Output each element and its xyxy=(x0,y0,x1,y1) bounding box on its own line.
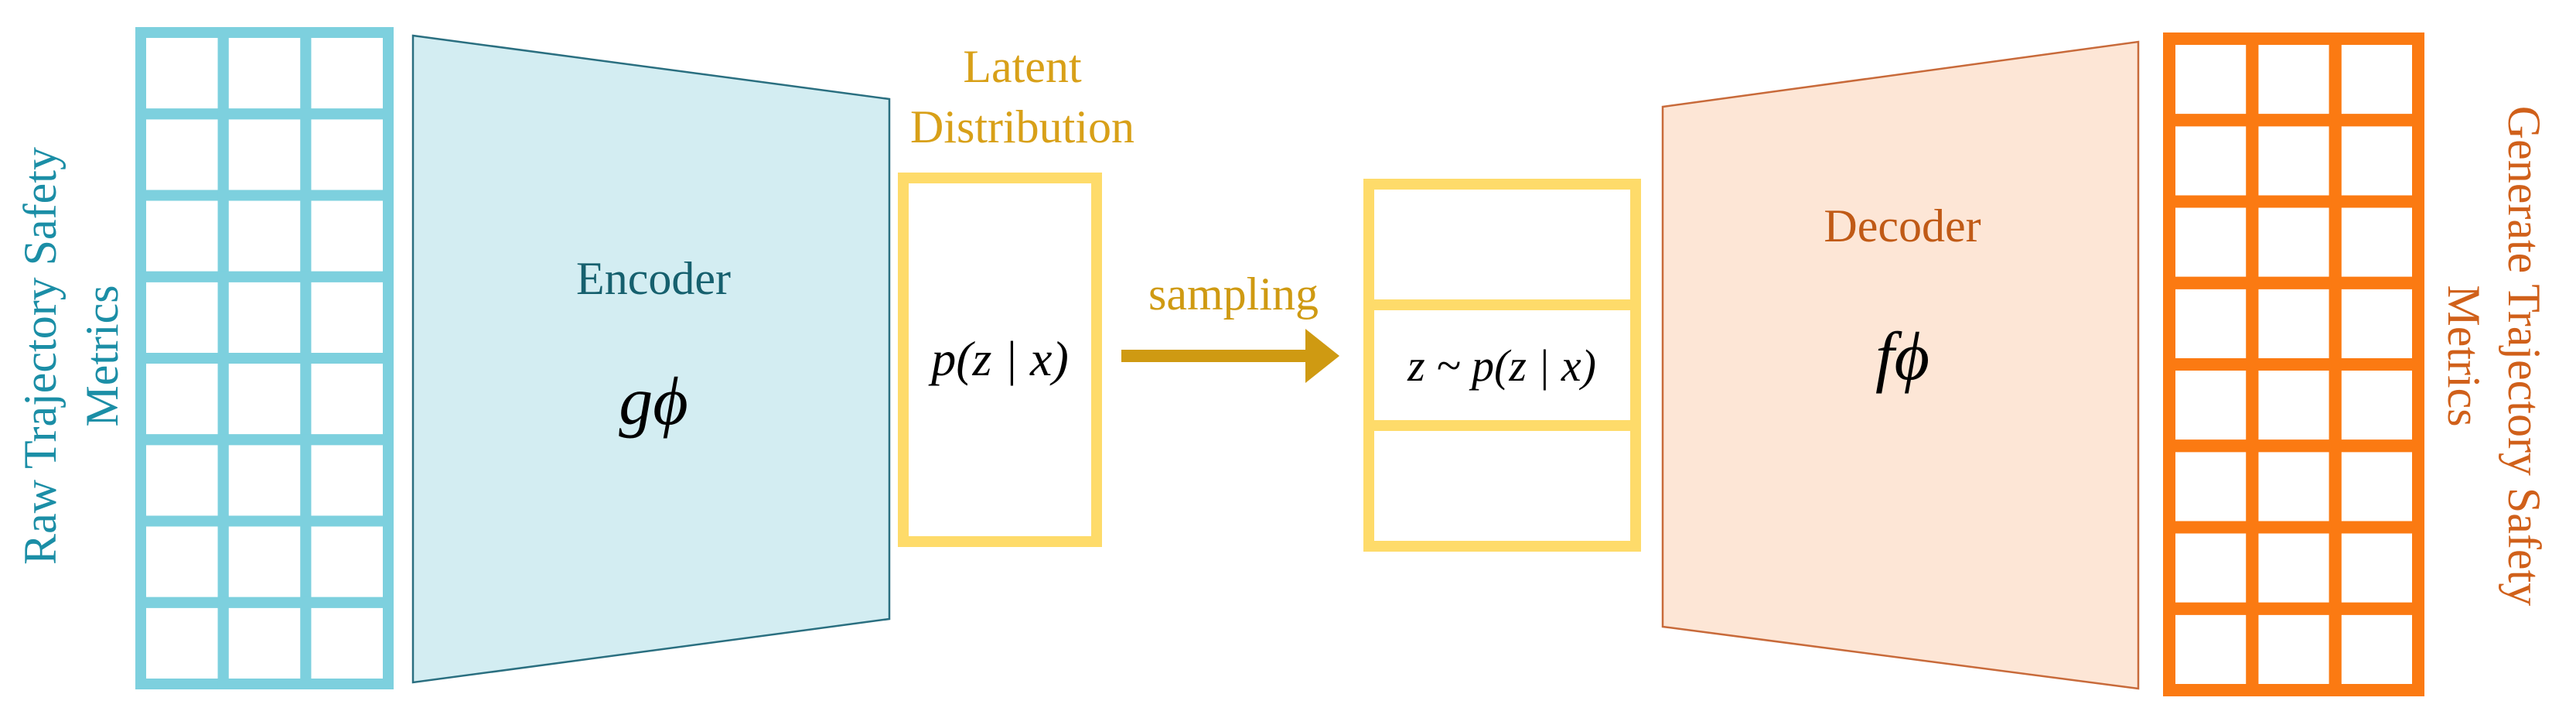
input-grid-cell xyxy=(300,353,394,446)
decoder-label: Decoder xyxy=(1824,200,1981,251)
input-grid-cell xyxy=(135,353,229,446)
input-grid-cell xyxy=(135,190,229,282)
output-grid-cell xyxy=(2163,521,2259,615)
output-grid-cell xyxy=(2163,276,2259,371)
input-grid-cell xyxy=(300,190,394,282)
output-grid-cell xyxy=(2246,602,2342,696)
output-grid-cell xyxy=(2163,358,2259,453)
input-grid-cell xyxy=(217,353,312,446)
latent-title-line1: Latent xyxy=(963,41,1082,92)
output-grid-cell xyxy=(2246,521,2342,615)
output-grid-cell xyxy=(2329,32,2425,127)
encoder-block xyxy=(411,34,891,684)
input-label-line2: Metrics xyxy=(77,285,128,426)
output-grid-cell xyxy=(2329,439,2425,534)
input-data-grid xyxy=(135,27,394,689)
output-grid-cell xyxy=(2246,195,2342,289)
output-grid-cell xyxy=(2246,32,2342,127)
latent-distribution-box xyxy=(898,173,1102,547)
input-grid-cell xyxy=(217,108,312,201)
input-label-group: Raw Trajectory Safety Metrics xyxy=(15,147,128,565)
input-grid-cell xyxy=(135,515,229,608)
input-grid-cell xyxy=(217,597,312,689)
input-grid-cell xyxy=(217,271,312,364)
input-grid-cell xyxy=(135,597,229,689)
input-grid-cell xyxy=(300,27,394,120)
input-grid-cell xyxy=(300,271,394,364)
output-grid-cell xyxy=(2246,358,2342,453)
output-grid-cell xyxy=(2163,439,2259,534)
output-grid-cell xyxy=(2329,276,2425,371)
input-grid-cell xyxy=(300,434,394,527)
input-grid-cell xyxy=(217,190,312,282)
output-grid-cell xyxy=(2329,602,2425,696)
input-grid-cell xyxy=(300,515,394,608)
sampling-arrow-head xyxy=(1305,329,1339,383)
latent-formula: p(z | x) xyxy=(928,331,1069,386)
input-grid-cell xyxy=(300,597,394,689)
sampling-label: sampling xyxy=(1148,268,1319,320)
input-grid-cell xyxy=(217,434,312,527)
input-grid-cell xyxy=(135,271,229,364)
output-label-line2: Metrics xyxy=(2438,285,2489,426)
decoder-symbol: fϕ xyxy=(1875,320,1929,395)
input-label-line1: Raw Trajectory Safety xyxy=(15,147,66,565)
decoder-block xyxy=(1661,40,2140,690)
output-grid-cell xyxy=(2329,521,2425,615)
input-grid-cell xyxy=(217,515,312,608)
output-grid-cell xyxy=(2246,276,2342,371)
input-grid-cell xyxy=(217,27,312,120)
output-grid-cell xyxy=(2329,358,2425,453)
sample-stack-top xyxy=(1363,179,1641,310)
output-grid-cell xyxy=(2246,114,2342,208)
sample-stack-bottom xyxy=(1363,420,1641,552)
sample-stack xyxy=(1363,179,1641,552)
output-label-line1: Generate Trajectory Safety xyxy=(2499,106,2550,606)
output-label-group: Generate Trajectory Safety Metrics xyxy=(2438,106,2550,606)
input-grid-cell xyxy=(135,108,229,201)
output-grid-cell xyxy=(2329,195,2425,289)
encoder-label: Encoder xyxy=(576,253,731,304)
input-grid-cell xyxy=(300,108,394,201)
output-grid-cell xyxy=(2246,439,2342,534)
output-data-grid xyxy=(2163,32,2425,696)
encoder-symbol: gϕ xyxy=(619,364,688,439)
output-grid-cell xyxy=(2163,195,2259,289)
output-grid-cell xyxy=(2163,32,2259,127)
input-grid-cell xyxy=(135,27,229,120)
output-grid-cell xyxy=(2163,114,2259,208)
latent-title-line2: Distribution xyxy=(910,101,1134,152)
output-grid-cell xyxy=(2329,114,2425,208)
output-grid-cell xyxy=(2163,602,2259,696)
sample-formula: z ~ p(z | x) xyxy=(1407,340,1596,391)
input-grid-cell xyxy=(135,434,229,527)
